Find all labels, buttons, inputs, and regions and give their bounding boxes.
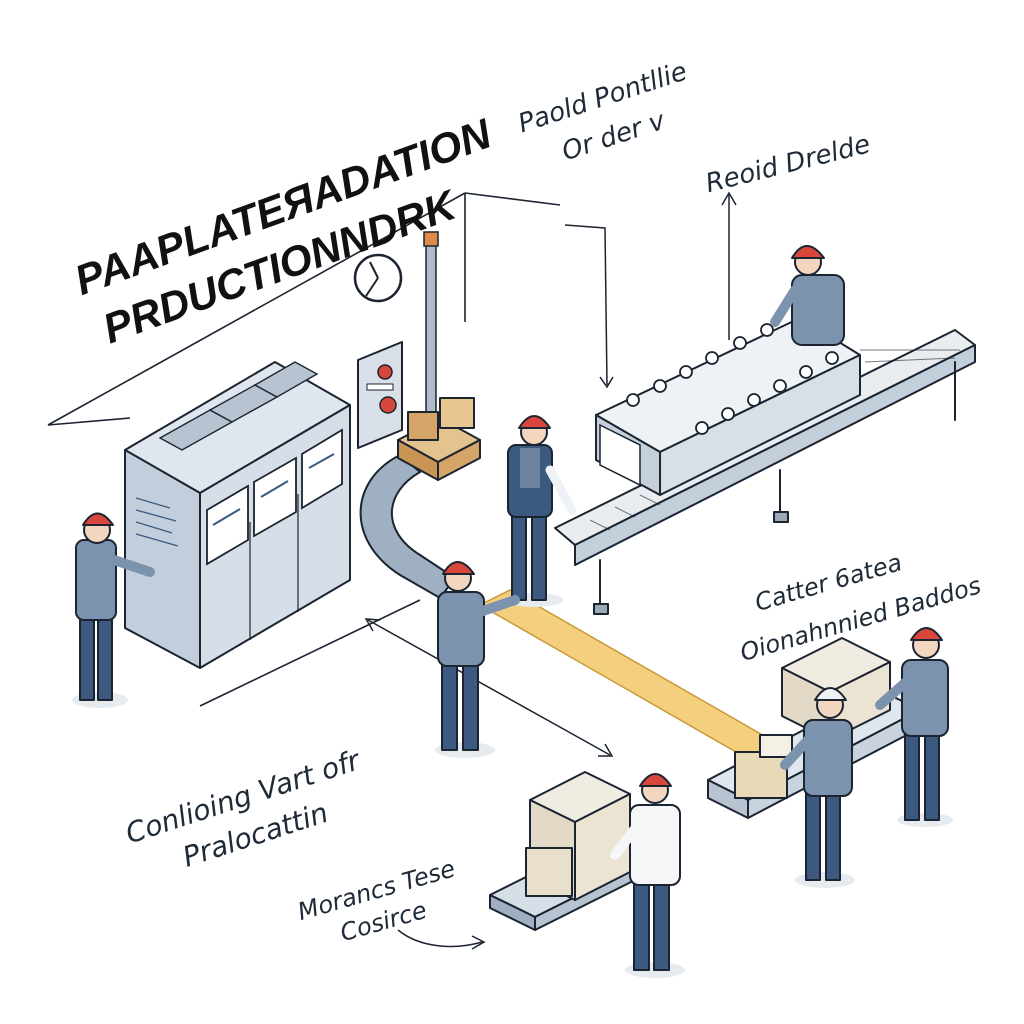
label-top-right: Reoid Drelde xyxy=(703,129,874,199)
roller-row xyxy=(626,323,839,435)
hardhat-icon xyxy=(518,415,551,429)
label-top-center: Paold Pontllie Or der v xyxy=(515,57,691,168)
cabinet-side-text xyxy=(135,497,179,547)
vertical-pipe xyxy=(423,231,439,443)
hardhat-icon xyxy=(442,561,475,575)
hardhat-icon xyxy=(791,245,825,259)
flow-band xyxy=(478,589,782,761)
processing-machine xyxy=(595,317,861,496)
label-left-bottom: Conlioing Vart ofr Pralocattin xyxy=(122,743,365,874)
hardhat-icon xyxy=(814,687,847,701)
worker-middle xyxy=(435,561,520,758)
room-walls xyxy=(47,192,561,707)
worker-conveyor-top xyxy=(770,245,845,346)
worker-box-cart xyxy=(610,773,685,978)
label-bottom-center: Morancs Tese Cosirce xyxy=(295,854,459,947)
box-icon xyxy=(525,847,573,897)
clock-icon xyxy=(353,253,403,303)
hardhat-icon xyxy=(82,512,114,526)
crate-cart xyxy=(397,397,481,481)
box-icon xyxy=(439,397,475,429)
box-cart xyxy=(489,771,646,931)
control-cabinet xyxy=(124,361,351,669)
hardhat-icon xyxy=(910,627,943,641)
box-icon xyxy=(734,751,788,799)
wall-control-panel xyxy=(357,341,403,449)
worker-packing-back xyxy=(875,627,953,827)
diagram-title: PAAPLATEЯADATION PRDUCTIONNDRK xyxy=(69,109,499,352)
cabinet-top-modules xyxy=(158,361,319,451)
worker-machine-operator xyxy=(507,415,577,607)
cabinet-screen xyxy=(206,428,343,566)
worker-packing-front xyxy=(780,687,855,888)
arrow-icon xyxy=(364,191,737,950)
label-top-right-text: Reoid Drelde xyxy=(703,129,874,199)
worker-cabinet-operator xyxy=(72,512,155,708)
hardhat-icon xyxy=(639,773,672,787)
